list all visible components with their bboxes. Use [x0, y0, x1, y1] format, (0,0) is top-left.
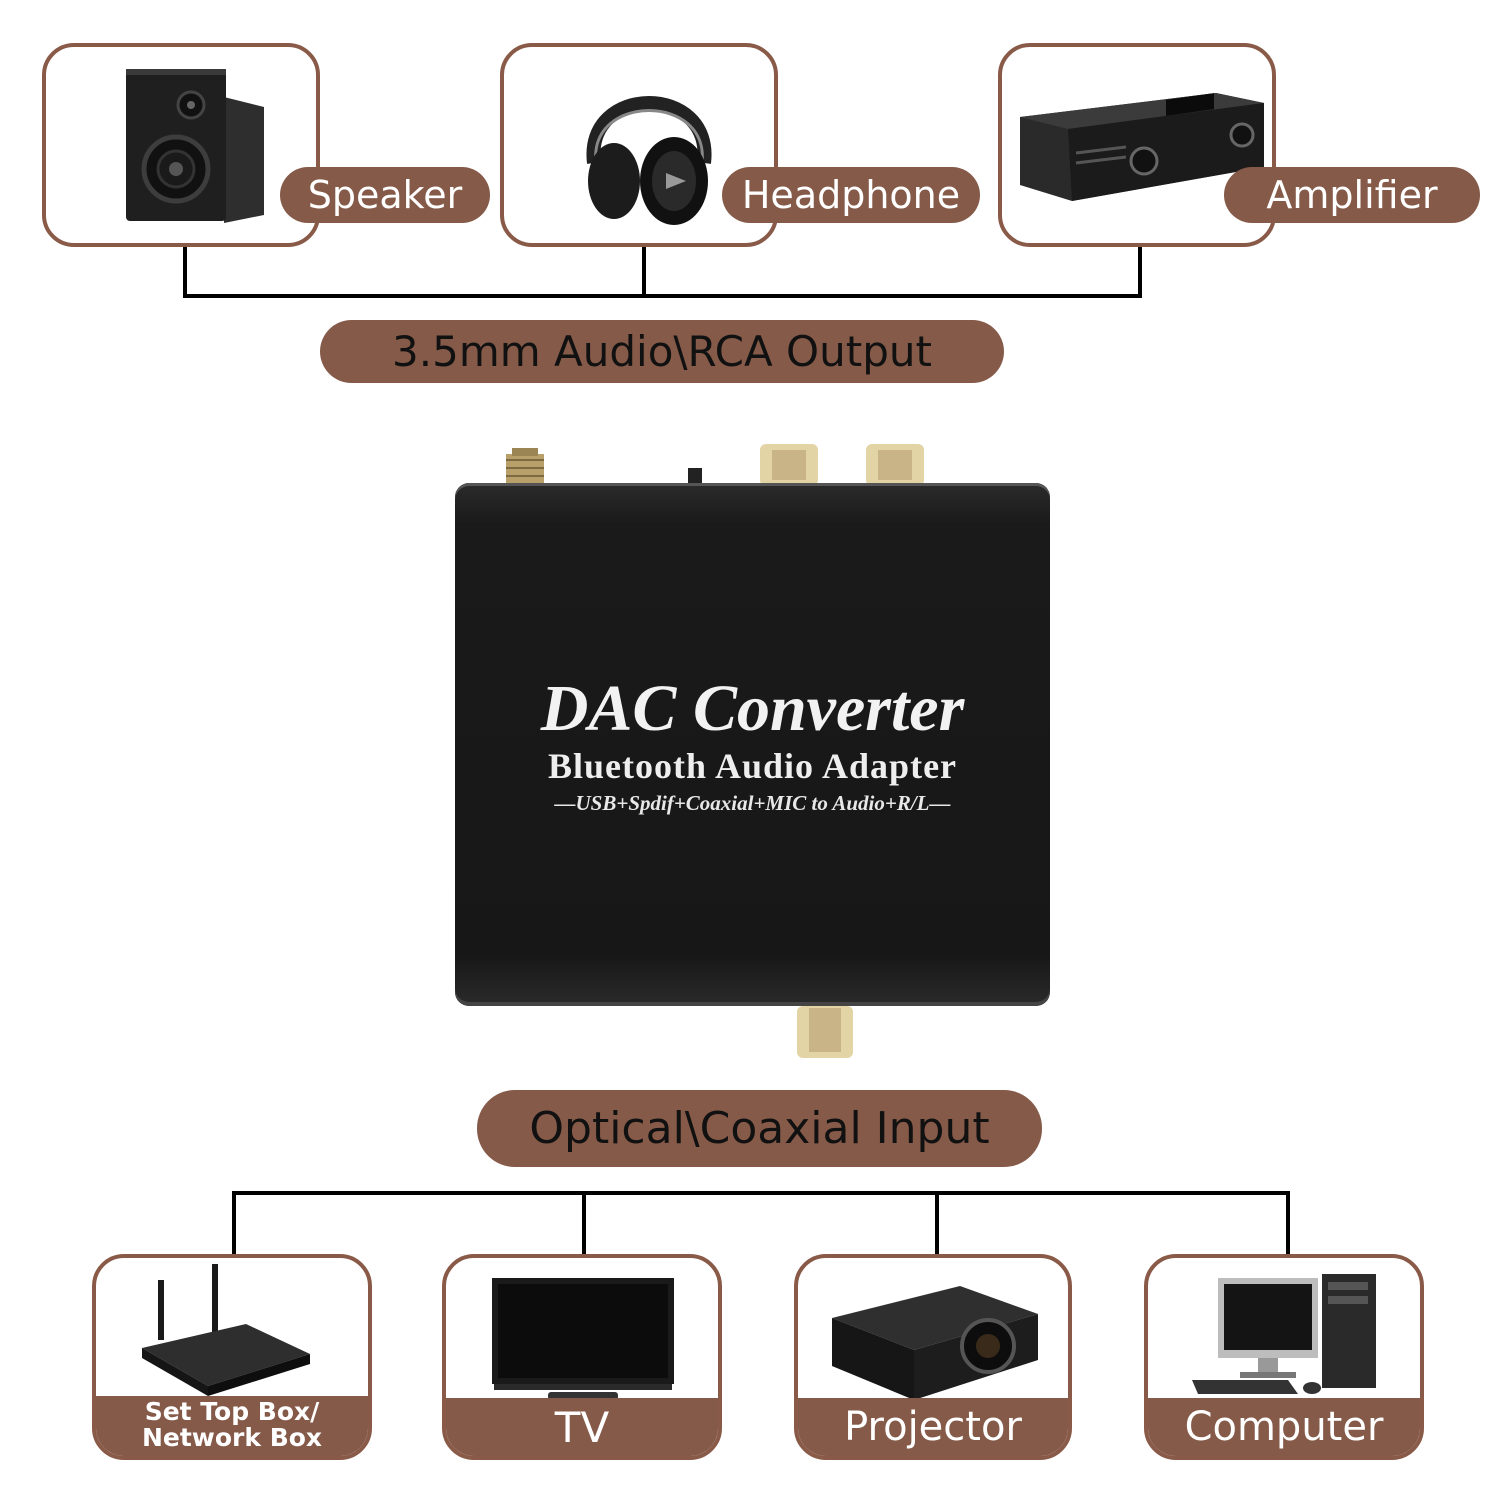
tv-box: TV: [442, 1254, 722, 1460]
speaker-icon: [126, 69, 264, 223]
set-top-box-label-line1: Set Top Box/: [144, 1397, 320, 1426]
output-connector-line: [642, 246, 646, 298]
input-connector-line: [935, 1191, 939, 1255]
input-connector-line: [1286, 1191, 1290, 1255]
device-ports-text: —USB+Spdif+Coaxial+MIC to Audio+R/L—: [554, 791, 951, 815]
output-connector-bar: [183, 294, 1142, 298]
device-bottom-connector: [797, 1006, 853, 1058]
set-top-box-box: Set Top Box/ Network Box: [92, 1254, 372, 1460]
input-connector-line: [582, 1191, 586, 1255]
tv-icon: [492, 1278, 674, 1400]
headphone-icon: [586, 96, 712, 225]
device-top-connectors: [506, 444, 924, 486]
amplifier-box: [998, 43, 1276, 247]
output-section-label: 3.5mm Audio\RCA Output: [320, 320, 1004, 383]
set-top-box-icon: [142, 1264, 310, 1396]
tv-label: TV: [446, 1398, 718, 1456]
projector-label: Projector: [798, 1398, 1068, 1456]
projector-icon: [832, 1286, 1038, 1400]
projector-box: Projector: [794, 1254, 1072, 1460]
input-connector-bar: [232, 1191, 1290, 1195]
input-section-label: Optical\Coaxial Input: [477, 1090, 1042, 1167]
device-title: DAC Converter: [540, 672, 965, 745]
computer-icon: [1192, 1274, 1376, 1394]
amplifier-icon: [1020, 93, 1264, 201]
input-connector-line: [232, 1191, 236, 1255]
output-connector-line: [1138, 246, 1142, 298]
computer-label: Computer: [1148, 1398, 1420, 1456]
headphone-label: Headphone: [722, 167, 980, 223]
set-top-box-label-line2: Network Box: [141, 1423, 323, 1452]
computer-box: Computer: [1144, 1254, 1424, 1460]
speaker-label: Speaker: [280, 167, 490, 223]
set-top-box-label: Set Top Box/ Network Box: [96, 1396, 368, 1456]
dac-converter-device: DAC Converter Bluetooth Audio Adapter —U…: [455, 483, 1050, 1006]
amplifier-label: Amplifier: [1224, 167, 1480, 223]
output-connector-line: [183, 246, 187, 298]
device-subtitle: Bluetooth Audio Adapter: [547, 746, 958, 786]
speaker-box: [42, 43, 320, 247]
